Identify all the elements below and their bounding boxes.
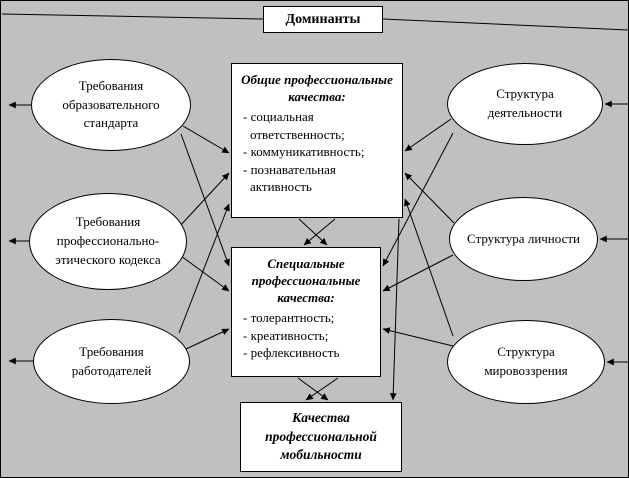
ellipse-activity-structure: Структура деятельности xyxy=(447,63,603,145)
ellipse-label: Структура деятельности xyxy=(487,86,563,120)
ellipse-personality-structure: Структура личности xyxy=(449,197,598,281)
general-qualities-title: Общие профессиональные качества: xyxy=(241,72,393,105)
frame-arrows xyxy=(8,100,628,366)
special-quality-item: - толерантность; xyxy=(243,310,335,326)
ellipse-professional-ethics-code-requirements: Требования профессионально-этического ко… xyxy=(29,193,187,290)
mobility-qualities-label: Качества профессиональной мобильности xyxy=(265,409,377,463)
ellipse-label: Структура мировоззрения xyxy=(484,344,568,378)
ellipse-label: Требования профессионально-этического ко… xyxy=(55,214,161,267)
flow-arrows xyxy=(178,118,455,401)
dominants-label: Доминанты xyxy=(285,11,361,27)
ellipse-label: Требования работодателей xyxy=(71,343,152,378)
general-quality-item: - коммуникативность; xyxy=(243,144,365,160)
general-quality-item: - познавательная активность xyxy=(243,161,336,194)
mobility-qualities-box: Качества профессиональной мобильности xyxy=(240,402,402,472)
ellipse-education-standard-requirements: Требования образовательного стандарта xyxy=(31,59,191,151)
ellipse-worldview-structure: Структура мировоззрения xyxy=(447,320,605,404)
ellipse-label: Структура личности xyxy=(466,230,580,246)
special-quality-item: - креативность; xyxy=(243,327,329,343)
ellipse-employer-requirements: Требования работодателей xyxy=(33,319,190,404)
general-qualities-box: Общие профессиональные качества: - социа… xyxy=(231,63,403,218)
special-quality-item: - рефлексивность xyxy=(243,345,340,361)
frame-connectors xyxy=(1,13,628,31)
special-qualities-title: Специальные профессиональные качества: xyxy=(251,256,361,306)
dominants-box: Доминанты xyxy=(263,6,383,33)
special-qualities-box: Специальные профессиональные качества: -… xyxy=(231,247,381,377)
general-quality-item: - социальная ответственность; xyxy=(243,109,345,142)
ellipse-label: Требования образовательного стандарта xyxy=(62,77,160,131)
